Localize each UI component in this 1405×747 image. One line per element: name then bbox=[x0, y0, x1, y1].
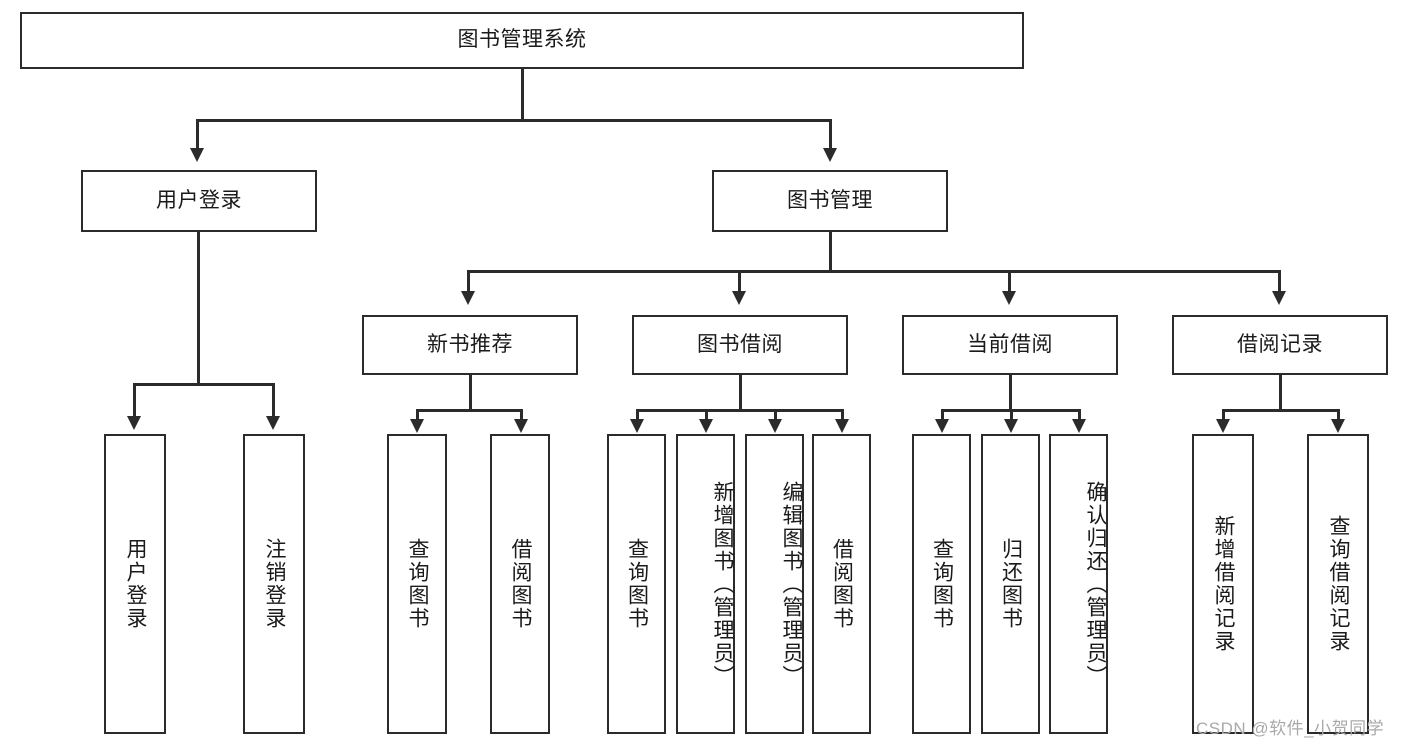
node-book-borrow[interactable]: 图书借阅 bbox=[632, 315, 848, 375]
arrow-borrow-record-child-2 bbox=[1331, 419, 1345, 433]
connector-to-user-login bbox=[196, 119, 199, 151]
leaf-current-borrow-return-book[interactable]: 归还图书 bbox=[981, 434, 1040, 734]
leaf-new-book-query-book[interactable]: 查询图书 bbox=[387, 434, 447, 734]
node-root-book-management-system[interactable]: 图书管理系统 bbox=[20, 12, 1024, 69]
leaf-borrow-record-query-record[interactable]: 查询借阅记录 bbox=[1307, 434, 1369, 734]
connector-to-new-book-recommend bbox=[467, 270, 470, 294]
arrow-to-book-borrow bbox=[732, 291, 746, 305]
connector-level2-bus bbox=[196, 119, 832, 122]
arrow-current-borrow-child-1 bbox=[935, 419, 949, 433]
arrow-new-book-child-1 bbox=[410, 419, 424, 433]
arrow-current-borrow-child-3 bbox=[1072, 419, 1086, 433]
leaf-book-borrow-query-book[interactable]: 查询图书 bbox=[607, 434, 666, 734]
leaf-borrow-record-add-record[interactable]: 新增借阅记录 bbox=[1192, 434, 1254, 734]
node-borrow-record[interactable]: 借阅记录 bbox=[1172, 315, 1388, 375]
connector-borrow-record-bus bbox=[1222, 409, 1339, 412]
connector-new-book-stem bbox=[469, 375, 472, 410]
connector-level3-bus bbox=[467, 270, 1280, 273]
connector-current-borrow-child-1 bbox=[941, 409, 944, 422]
connector-book-management-stem bbox=[829, 232, 832, 272]
leaf-book-borrow-borrow-book[interactable]: 借阅图书 bbox=[812, 434, 871, 734]
leaf-new-book-borrow-book[interactable]: 借阅图书 bbox=[490, 434, 550, 734]
connector-borrow-record-child-1 bbox=[1222, 409, 1225, 422]
connector-to-borrow-record bbox=[1278, 270, 1281, 294]
leaf-current-borrow-confirm-return-admin[interactable]: 确认归还（管理员） bbox=[1049, 434, 1108, 734]
node-new-book-recommend[interactable]: 新书推荐 bbox=[362, 315, 578, 375]
connector-user-login-child-1 bbox=[133, 383, 136, 419]
connector-to-book-borrow bbox=[738, 270, 741, 294]
node-current-borrow[interactable]: 当前借阅 bbox=[902, 315, 1118, 375]
arrow-to-borrow-record bbox=[1272, 291, 1286, 305]
arrow-book-borrow-child-2 bbox=[699, 419, 713, 433]
leaf-user-login-logout[interactable]: 注销登录 bbox=[243, 434, 305, 734]
connector-new-book-child-1 bbox=[416, 409, 419, 422]
leaf-book-borrow-add-book-admin[interactable]: 新增图书（管理员） bbox=[676, 434, 735, 734]
node-book-management[interactable]: 图书管理 bbox=[712, 170, 948, 232]
arrow-to-user-login bbox=[190, 148, 204, 162]
connector-new-book-bus bbox=[416, 409, 522, 412]
arrow-user-login-child-1 bbox=[127, 416, 141, 430]
arrow-book-borrow-child-3 bbox=[768, 419, 782, 433]
connector-book-borrow-child-1 bbox=[636, 409, 639, 422]
arrow-to-new-book-recommend bbox=[461, 291, 475, 305]
arrow-user-login-child-2 bbox=[266, 416, 280, 430]
connector-borrow-record-child-2 bbox=[1337, 409, 1340, 422]
leaf-user-login-login[interactable]: 用户登录 bbox=[104, 434, 166, 734]
connector-current-borrow-child-2 bbox=[1010, 409, 1013, 422]
leaf-book-borrow-edit-book-admin[interactable]: 编辑图书（管理员） bbox=[745, 434, 804, 734]
arrow-current-borrow-child-2 bbox=[1004, 419, 1018, 433]
connector-root-stem bbox=[521, 69, 524, 120]
connector-book-borrow-child-3 bbox=[774, 409, 777, 422]
arrow-to-current-borrow bbox=[1002, 291, 1016, 305]
arrow-new-book-child-2 bbox=[514, 419, 528, 433]
connector-current-borrow-stem bbox=[1009, 375, 1012, 410]
connector-user-login-child-2 bbox=[272, 383, 275, 419]
node-user-login[interactable]: 用户登录 bbox=[81, 170, 317, 232]
connector-to-current-borrow bbox=[1008, 270, 1011, 294]
connector-book-borrow-child-4 bbox=[841, 409, 844, 422]
connector-book-borrow-child-2 bbox=[705, 409, 708, 422]
connector-user-login-bus bbox=[133, 383, 273, 386]
connector-to-book-management bbox=[829, 119, 832, 151]
connector-user-login-stem bbox=[197, 232, 200, 384]
connector-book-borrow-stem bbox=[739, 375, 742, 410]
arrow-to-book-management bbox=[823, 148, 837, 162]
arrow-borrow-record-child-1 bbox=[1216, 419, 1230, 433]
arrow-book-borrow-child-1 bbox=[630, 419, 644, 433]
connector-borrow-record-stem bbox=[1279, 375, 1282, 410]
connector-new-book-child-2 bbox=[520, 409, 523, 422]
connector-current-borrow-child-3 bbox=[1078, 409, 1081, 422]
connector-book-borrow-bus bbox=[636, 409, 843, 412]
arrow-book-borrow-child-4 bbox=[835, 419, 849, 433]
leaf-current-borrow-query-book[interactable]: 查询图书 bbox=[912, 434, 971, 734]
